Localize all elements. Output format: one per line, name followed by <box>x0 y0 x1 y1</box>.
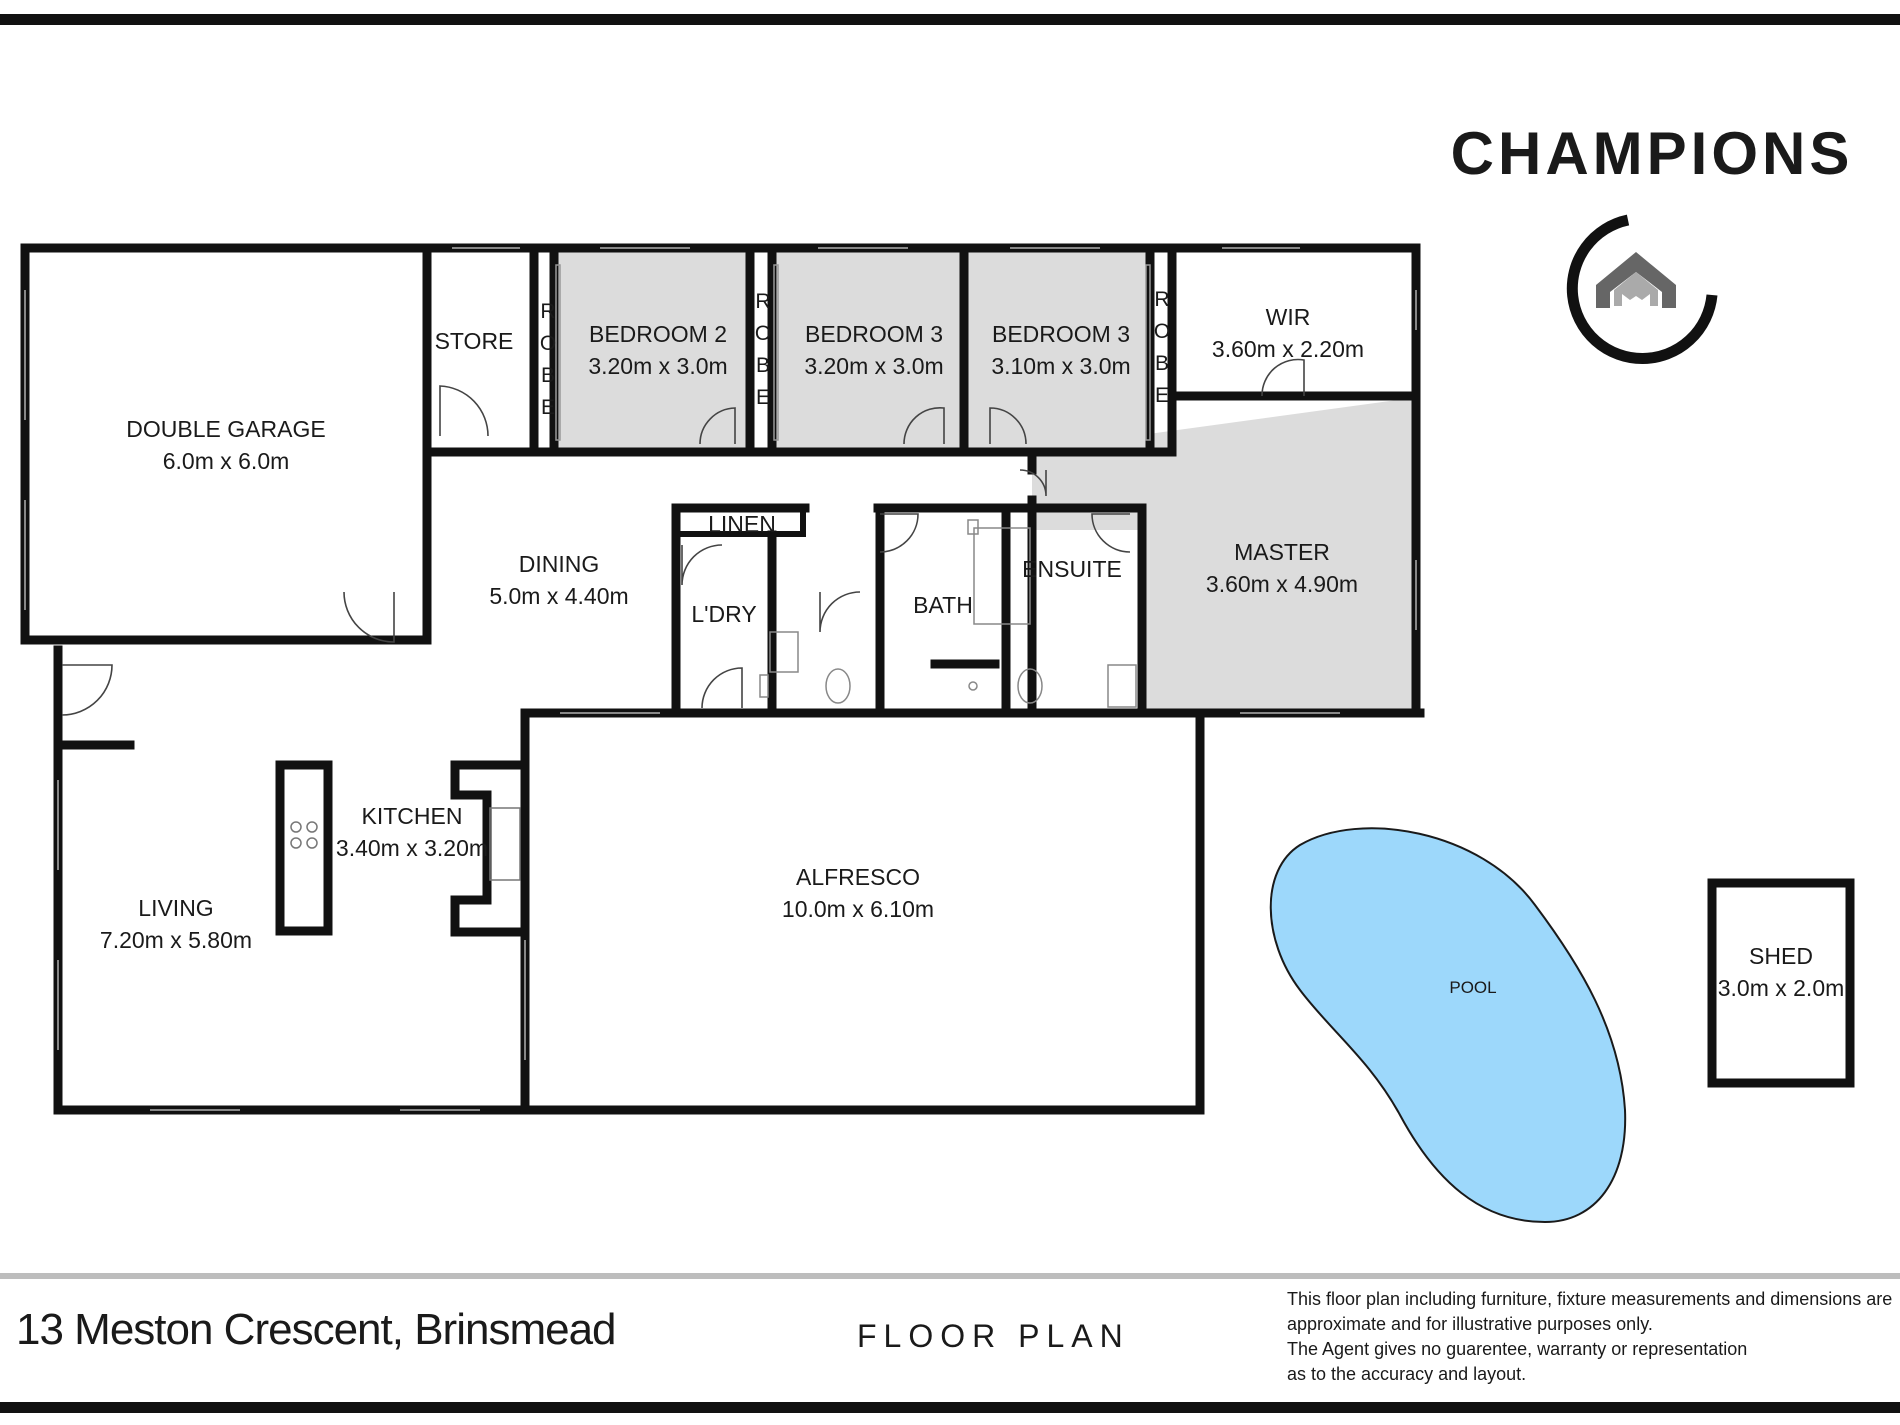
room-name-bedroom-3b: BEDROOM 3 <box>992 321 1130 347</box>
linen-cupboard <box>674 505 806 537</box>
disclaimer-line: The Agent gives no guarentee, warranty o… <box>1287 1339 1748 1359</box>
room-name-bedroom-3a: BEDROOM 3 <box>805 321 943 347</box>
robe-letter: E <box>1155 384 1169 407</box>
robe-letter: B <box>541 364 555 387</box>
footer-rule <box>0 1273 1900 1279</box>
robe-doors <box>555 264 1151 441</box>
room-size-shed: 3.0m x 2.0m <box>1718 975 1845 1001</box>
brand-wordmark: CHAMPIONS <box>1451 120 1854 187</box>
disclaimer-line: approximate and for illustrative purpose… <box>1287 1314 1653 1334</box>
room-name-living: LIVING <box>138 895 213 921</box>
robe-letter: O <box>755 322 771 345</box>
disclaimer-line: as to the accuracy and layout. <box>1287 1364 1527 1384</box>
room-size-bedroom-3a: 3.20m x 3.0m <box>804 353 943 379</box>
robe-letter: R <box>755 290 770 313</box>
room-name-wir: WIR <box>1266 304 1311 330</box>
room-name-pool: POOL <box>1449 978 1496 997</box>
room-size-living: 7.20m x 5.80m <box>100 927 252 953</box>
robe-letter: E <box>541 396 555 419</box>
property-address: 13 Meston Crescent, Brinsmead <box>16 1305 617 1354</box>
room-name-dining: DINING <box>519 551 600 577</box>
robe-letter: B <box>1155 352 1169 375</box>
robe-letter: O <box>1154 320 1170 343</box>
sink-icon <box>489 807 521 881</box>
room-name-shed: SHED <box>1749 943 1813 969</box>
room-name-bedroom-2: BEDROOM 2 <box>589 321 727 347</box>
robe-letter: R <box>1154 288 1169 311</box>
room-name-laundry: L'DRY <box>691 601 756 627</box>
plan-title: FLOOR PLAN <box>857 1318 1130 1354</box>
room-size-alfresco: 10.0m x 6.10m <box>782 896 934 922</box>
room-name-double-garage: DOUBLE GARAGE <box>126 416 325 442</box>
disclaimer-line: This floor plan including furniture, fix… <box>1287 1289 1893 1309</box>
room-name-master: MASTER <box>1234 539 1330 565</box>
room-size-kitchen: 3.40m x 3.20m <box>336 835 488 861</box>
top-border <box>0 14 1900 25</box>
room-size-double-garage: 6.0m x 6.0m <box>163 448 290 474</box>
door-swings <box>61 358 1305 716</box>
room-name-linen: LINEN <box>708 511 776 537</box>
robe-letter: R <box>540 300 555 323</box>
room-name-alfresco: ALFRESCO <box>796 864 920 890</box>
fixtures <box>759 519 1137 708</box>
room-name-bath: BATH <box>913 592 973 618</box>
room-shading <box>558 250 1412 713</box>
room-name-ensuite: ENSUITE <box>1022 556 1122 582</box>
robe-letter: O <box>540 332 556 355</box>
windows <box>24 247 1417 1111</box>
room-size-dining: 5.0m x 4.40m <box>489 583 628 609</box>
logo-mark <box>1566 214 1718 365</box>
room-name-store: STORE <box>435 328 514 354</box>
cooktop-icon <box>290 821 318 849</box>
room-size-wir: 3.60m x 2.20m <box>1212 336 1364 362</box>
room-name-kitchen: KITCHEN <box>362 803 463 829</box>
bottom-border <box>0 1402 1900 1413</box>
robe-letter: B <box>756 354 770 377</box>
kitchen-island <box>275 760 333 936</box>
robe-letter: E <box>756 386 770 409</box>
pool-shape <box>1269 827 1627 1224</box>
robe-labels: R O B E R O B E R O B E <box>540 288 1170 419</box>
room-size-bedroom-3b: 3.10m x 3.0m <box>991 353 1130 379</box>
room-labels: DOUBLE GARAGE 6.0m x 6.0m STORE BEDROOM … <box>100 304 1844 1001</box>
kitchen-bench <box>450 760 525 937</box>
disclaimer: This floor plan including furniture, fix… <box>1287 1287 1899 1387</box>
room-size-master: 3.60m x 4.90m <box>1206 571 1358 597</box>
room-size-bedroom-2: 3.20m x 3.0m <box>588 353 727 379</box>
